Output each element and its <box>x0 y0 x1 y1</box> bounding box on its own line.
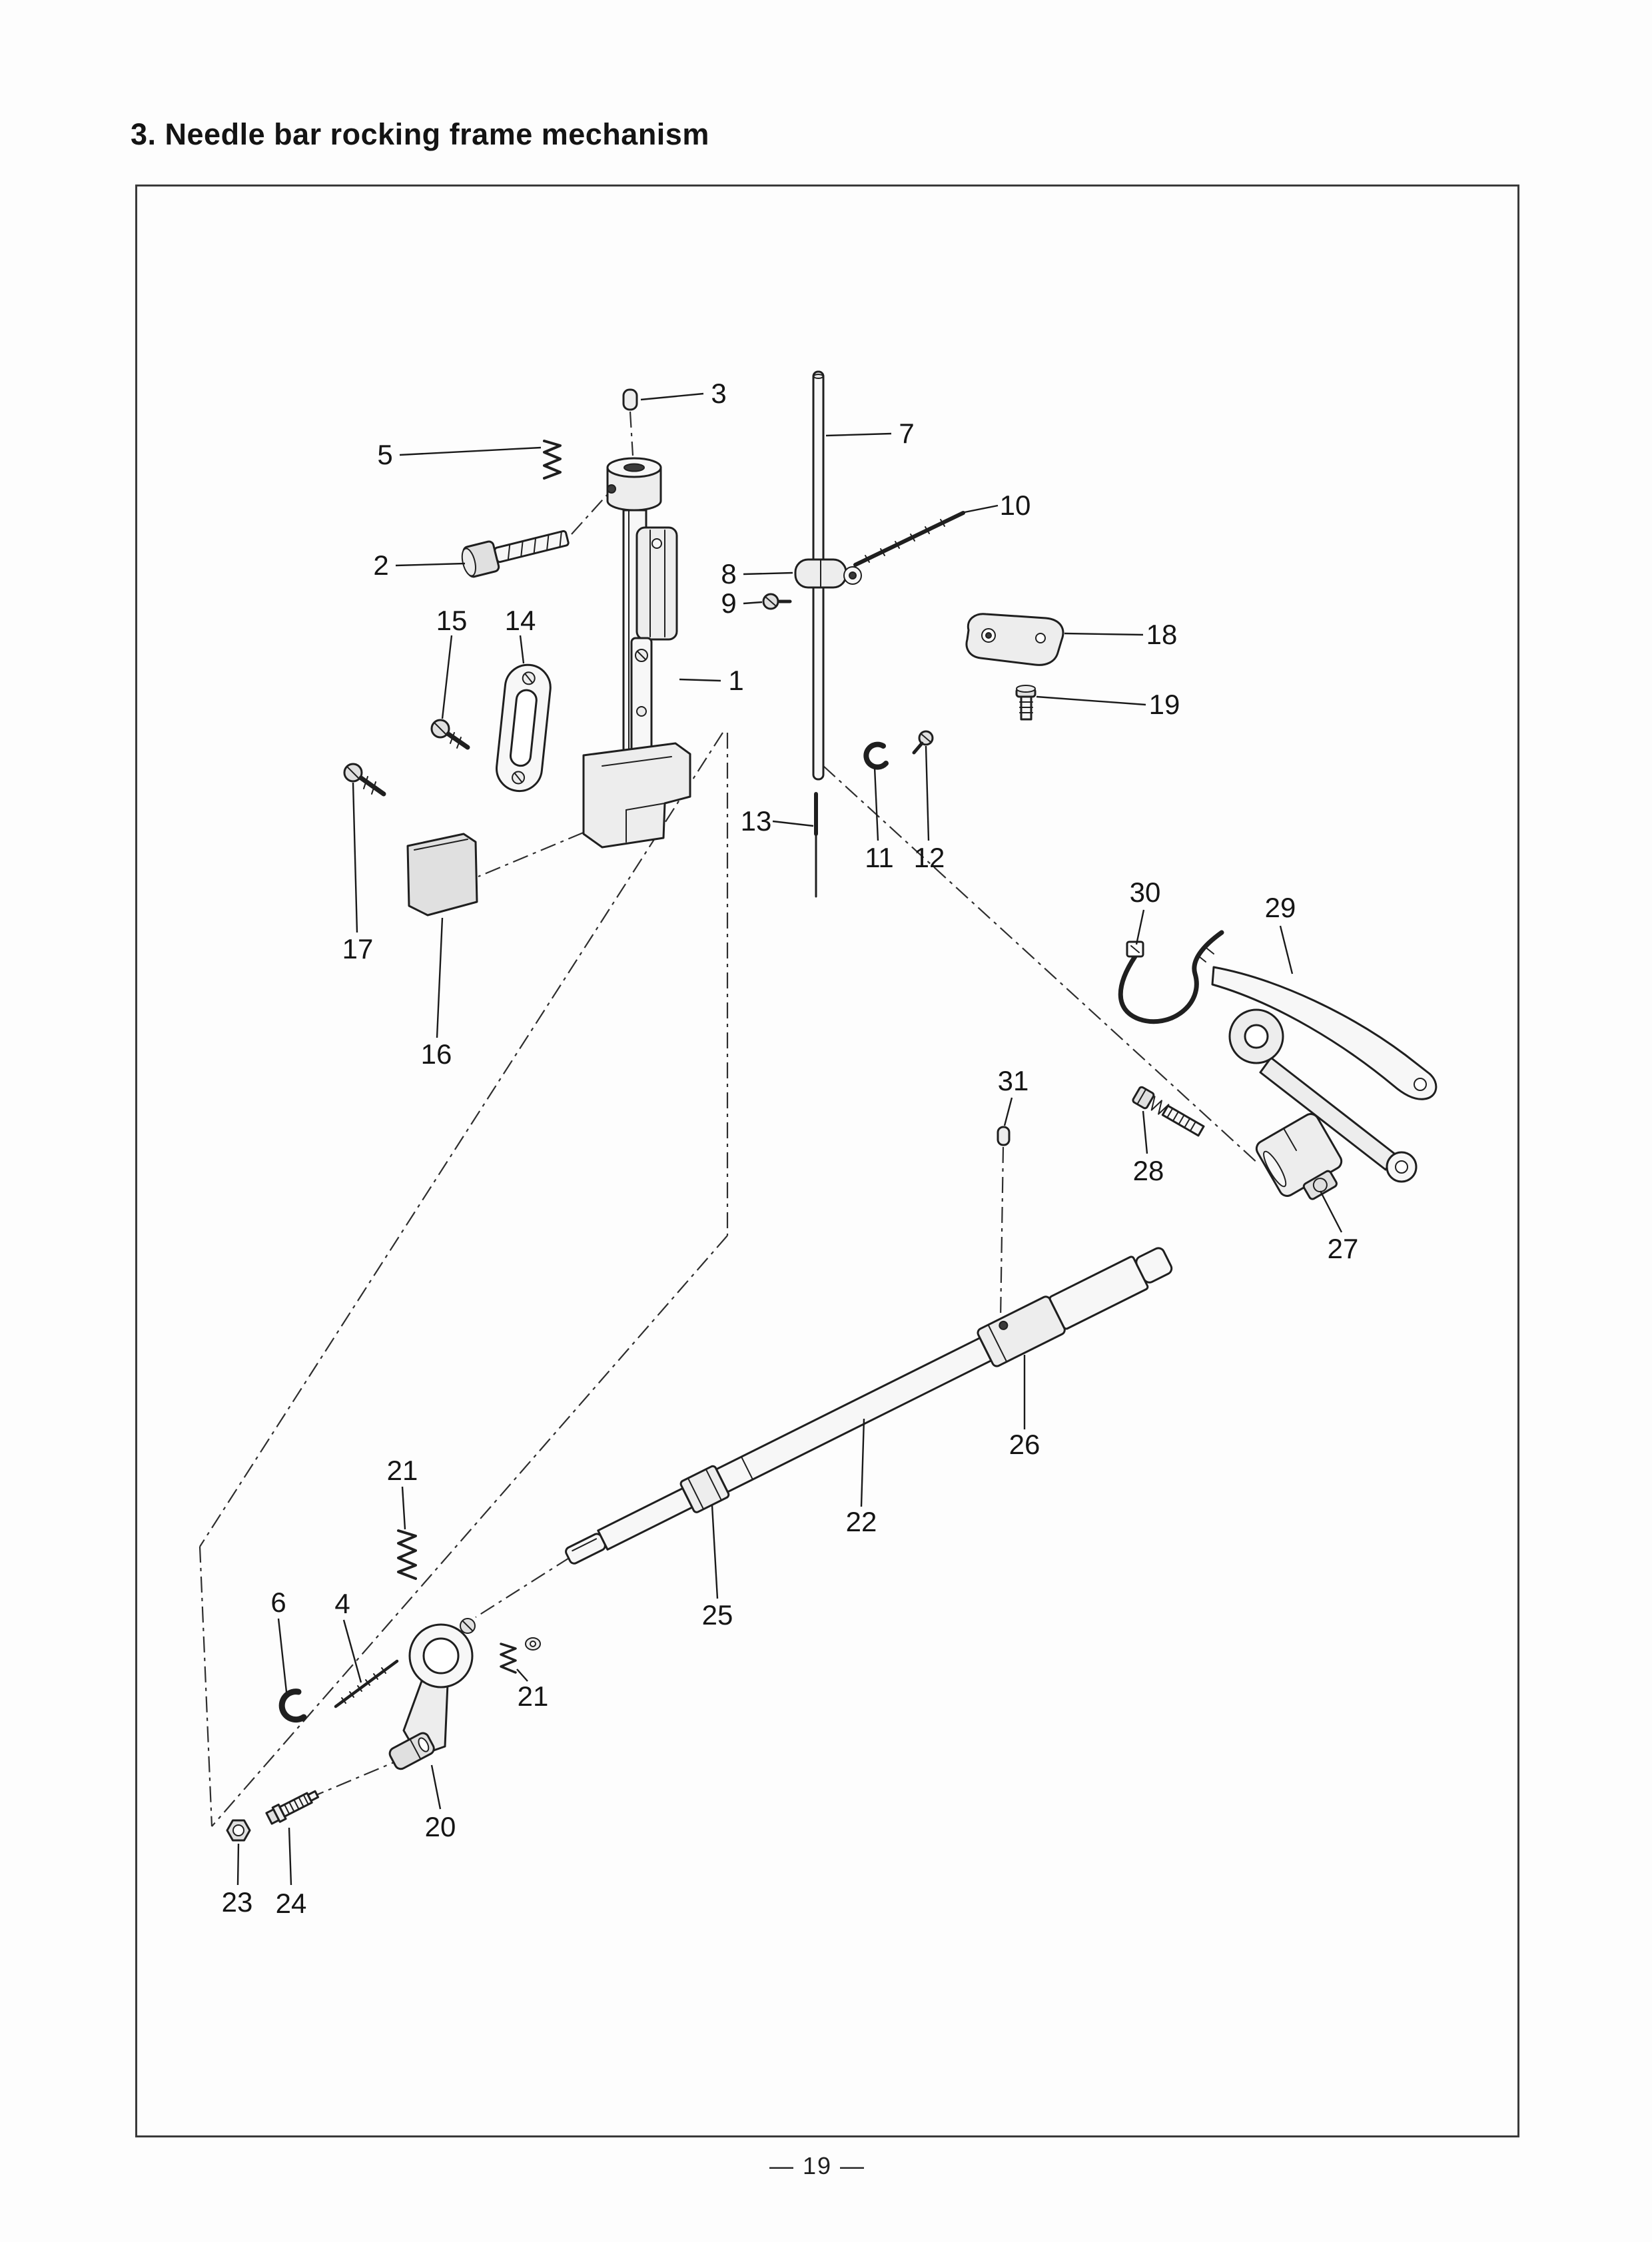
part-label-8: 8 <box>721 558 737 589</box>
part-label-20: 20 <box>424 1811 456 1842</box>
part-label-2: 2 <box>373 550 389 581</box>
part-label-17: 17 <box>342 933 374 964</box>
part-label-6: 6 <box>270 1587 286 1618</box>
part-label-15: 15 <box>436 605 468 636</box>
part-label-23: 23 <box>221 1886 253 1918</box>
part-5-spring <box>543 440 562 480</box>
part-label-26: 26 <box>1009 1429 1040 1460</box>
part-label-14: 14 <box>504 605 536 636</box>
part-11-clamp <box>863 741 889 770</box>
part-14-slide-plate <box>496 663 552 793</box>
part-29-rocking-arm <box>1211 966 1438 1183</box>
page-number: — 19 — <box>769 2152 866 2179</box>
part-label-18: 18 <box>1146 619 1178 650</box>
part-23-nut <box>226 1819 251 1842</box>
diagram-border <box>135 185 1519 2137</box>
part-label-3: 3 <box>711 378 727 409</box>
part-18-bracket <box>965 613 1064 666</box>
leader-lines <box>236 392 1343 1886</box>
center-lines <box>199 411 1260 1827</box>
part-label-19: 19 <box>1148 689 1180 720</box>
part-label-10: 10 <box>999 490 1031 521</box>
part-28-screw <box>1132 1086 1205 1137</box>
part-label-27: 27 <box>1327 1233 1359 1264</box>
part-16-guide-plate <box>406 833 478 917</box>
part-10-threaded-rod <box>853 511 965 567</box>
part-21-spring-lower <box>500 1637 541 1674</box>
part-8-clamp <box>794 558 862 589</box>
part-27-clamp-collar <box>1255 1113 1343 1200</box>
part-label-9: 9 <box>721 587 737 619</box>
part-4-threaded-pin <box>334 1659 399 1708</box>
part-label-13: 13 <box>740 805 772 837</box>
part-12-screw <box>912 730 934 755</box>
part-17-screw <box>343 763 386 797</box>
part-label-5: 5 <box>377 439 393 470</box>
part-30-cable-tie <box>1118 930 1224 1024</box>
part-2-hinge-stud <box>461 530 570 578</box>
part-label-4: 4 <box>334 1588 350 1619</box>
part-label-31: 31 <box>997 1065 1029 1096</box>
part-label-21b: 21 <box>517 1681 549 1712</box>
part-label-22: 22 <box>845 1506 877 1537</box>
part-label-29: 29 <box>1264 892 1296 923</box>
part-label-7: 7 <box>899 418 915 449</box>
part-label-28: 28 <box>1132 1155 1164 1186</box>
part-label-25: 25 <box>701 1599 733 1631</box>
part-20-crank <box>388 1618 476 1770</box>
part-label-21a: 21 <box>386 1455 418 1486</box>
part-label-1: 1 <box>728 665 744 696</box>
part-label-12: 12 <box>913 842 945 873</box>
part-24-stud <box>265 1790 320 1825</box>
part-label-24: 24 <box>275 1888 307 1919</box>
part-label-16: 16 <box>420 1038 452 1070</box>
part-15-screw <box>430 719 470 750</box>
part-label-11: 11 <box>865 842 894 873</box>
part-21-spring-upper <box>397 1529 417 1580</box>
page-title: 3. Needle bar rocking frame mechanism <box>131 117 709 151</box>
part-6-clip <box>278 1688 307 1723</box>
part-31-pin <box>997 1126 1011 1146</box>
part-19-screw <box>1015 685 1036 721</box>
part-label-30: 30 <box>1129 877 1161 908</box>
part-1-rocking-frame <box>582 457 691 849</box>
part-9-screw <box>762 593 792 610</box>
part-3-pin <box>622 388 638 411</box>
part-22-rocking-shaft <box>565 1247 1173 1565</box>
